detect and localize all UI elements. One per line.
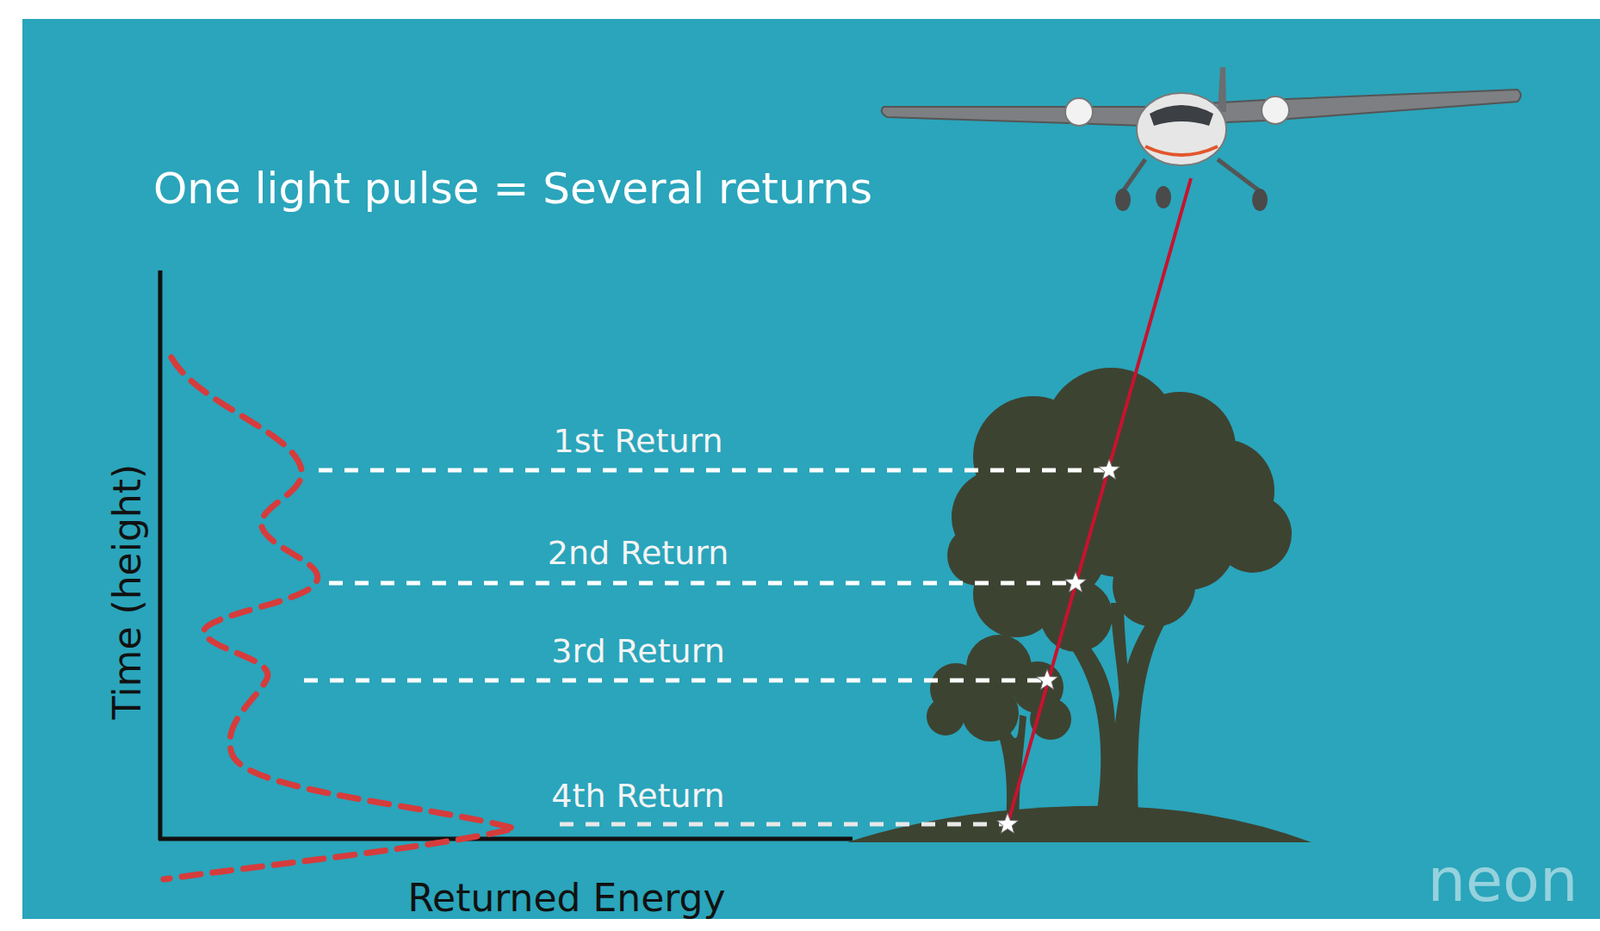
return-star [997, 812, 1019, 834]
watermark: neon [1427, 849, 1579, 911]
x-axis [158, 837, 853, 842]
return-leader [318, 468, 1110, 473]
return-waveform [163, 357, 515, 880]
plane-engine [1261, 96, 1290, 125]
return-leader [559, 822, 1008, 827]
axis-label: Returned Energy [407, 879, 726, 918]
tree-foliage [961, 684, 1019, 742]
plane-stripe [1145, 146, 1218, 156]
plane-gear-strut [1122, 159, 1146, 192]
return-star [1065, 571, 1087, 593]
tree-foliage [926, 697, 965, 736]
plane-wheel [1155, 186, 1172, 209]
plane-wheel [1252, 188, 1268, 211]
plane-windshield [1149, 105, 1214, 126]
return-star [1036, 669, 1059, 690]
background-panel [22, 18, 1600, 919]
tree-branch [1110, 602, 1129, 707]
return-label: 3rd Return [551, 634, 725, 668]
tree-foliage [1112, 544, 1196, 627]
airplane [881, 67, 1521, 211]
axis-label: Time (height) [108, 464, 147, 720]
plane-engine [1065, 98, 1093, 126]
tree-foliage [1040, 579, 1113, 652]
return-label: 1st Return [552, 424, 723, 458]
return-star [1098, 458, 1121, 480]
ground-mound [847, 806, 1312, 843]
plane-gear-strut [1217, 159, 1260, 192]
small-tree [926, 634, 1072, 823]
laser-pulse [1007, 178, 1191, 825]
plane-wheel [1115, 188, 1131, 211]
tree-foliage [947, 525, 1008, 586]
plane-tail-fin [1217, 67, 1227, 112]
return-label: 4th Return [551, 779, 725, 813]
return-label: 2nd Return [547, 536, 730, 570]
diagram-title: One light pulse = Several returns [153, 167, 873, 211]
plane-fuselage [1136, 93, 1227, 166]
y-axis [158, 270, 163, 840]
return-leader [303, 678, 1048, 683]
return-leader [328, 581, 1076, 586]
